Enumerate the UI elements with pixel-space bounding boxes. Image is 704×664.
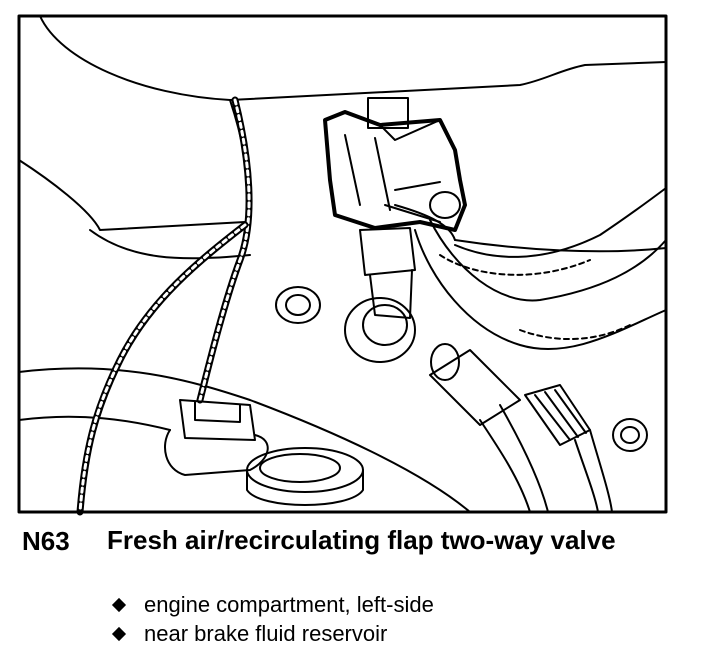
list-item: engine compartment, left-side	[111, 590, 434, 619]
location-list: engine compartment, left-side near brake…	[111, 590, 434, 648]
location-text: engine compartment, left-side	[144, 592, 434, 617]
engine-compartment-illustration	[17, 14, 668, 516]
illustration-frame	[17, 14, 668, 514]
diamond-bullet-icon	[111, 597, 127, 612]
location-text: near brake fluid reservoir	[144, 621, 388, 646]
component-title: Fresh air/recirculating flap two-way val…	[107, 525, 616, 555]
list-item: near brake fluid reservoir	[111, 619, 434, 648]
component-code: N63	[22, 526, 70, 556]
diamond-bullet-icon	[111, 626, 127, 641]
